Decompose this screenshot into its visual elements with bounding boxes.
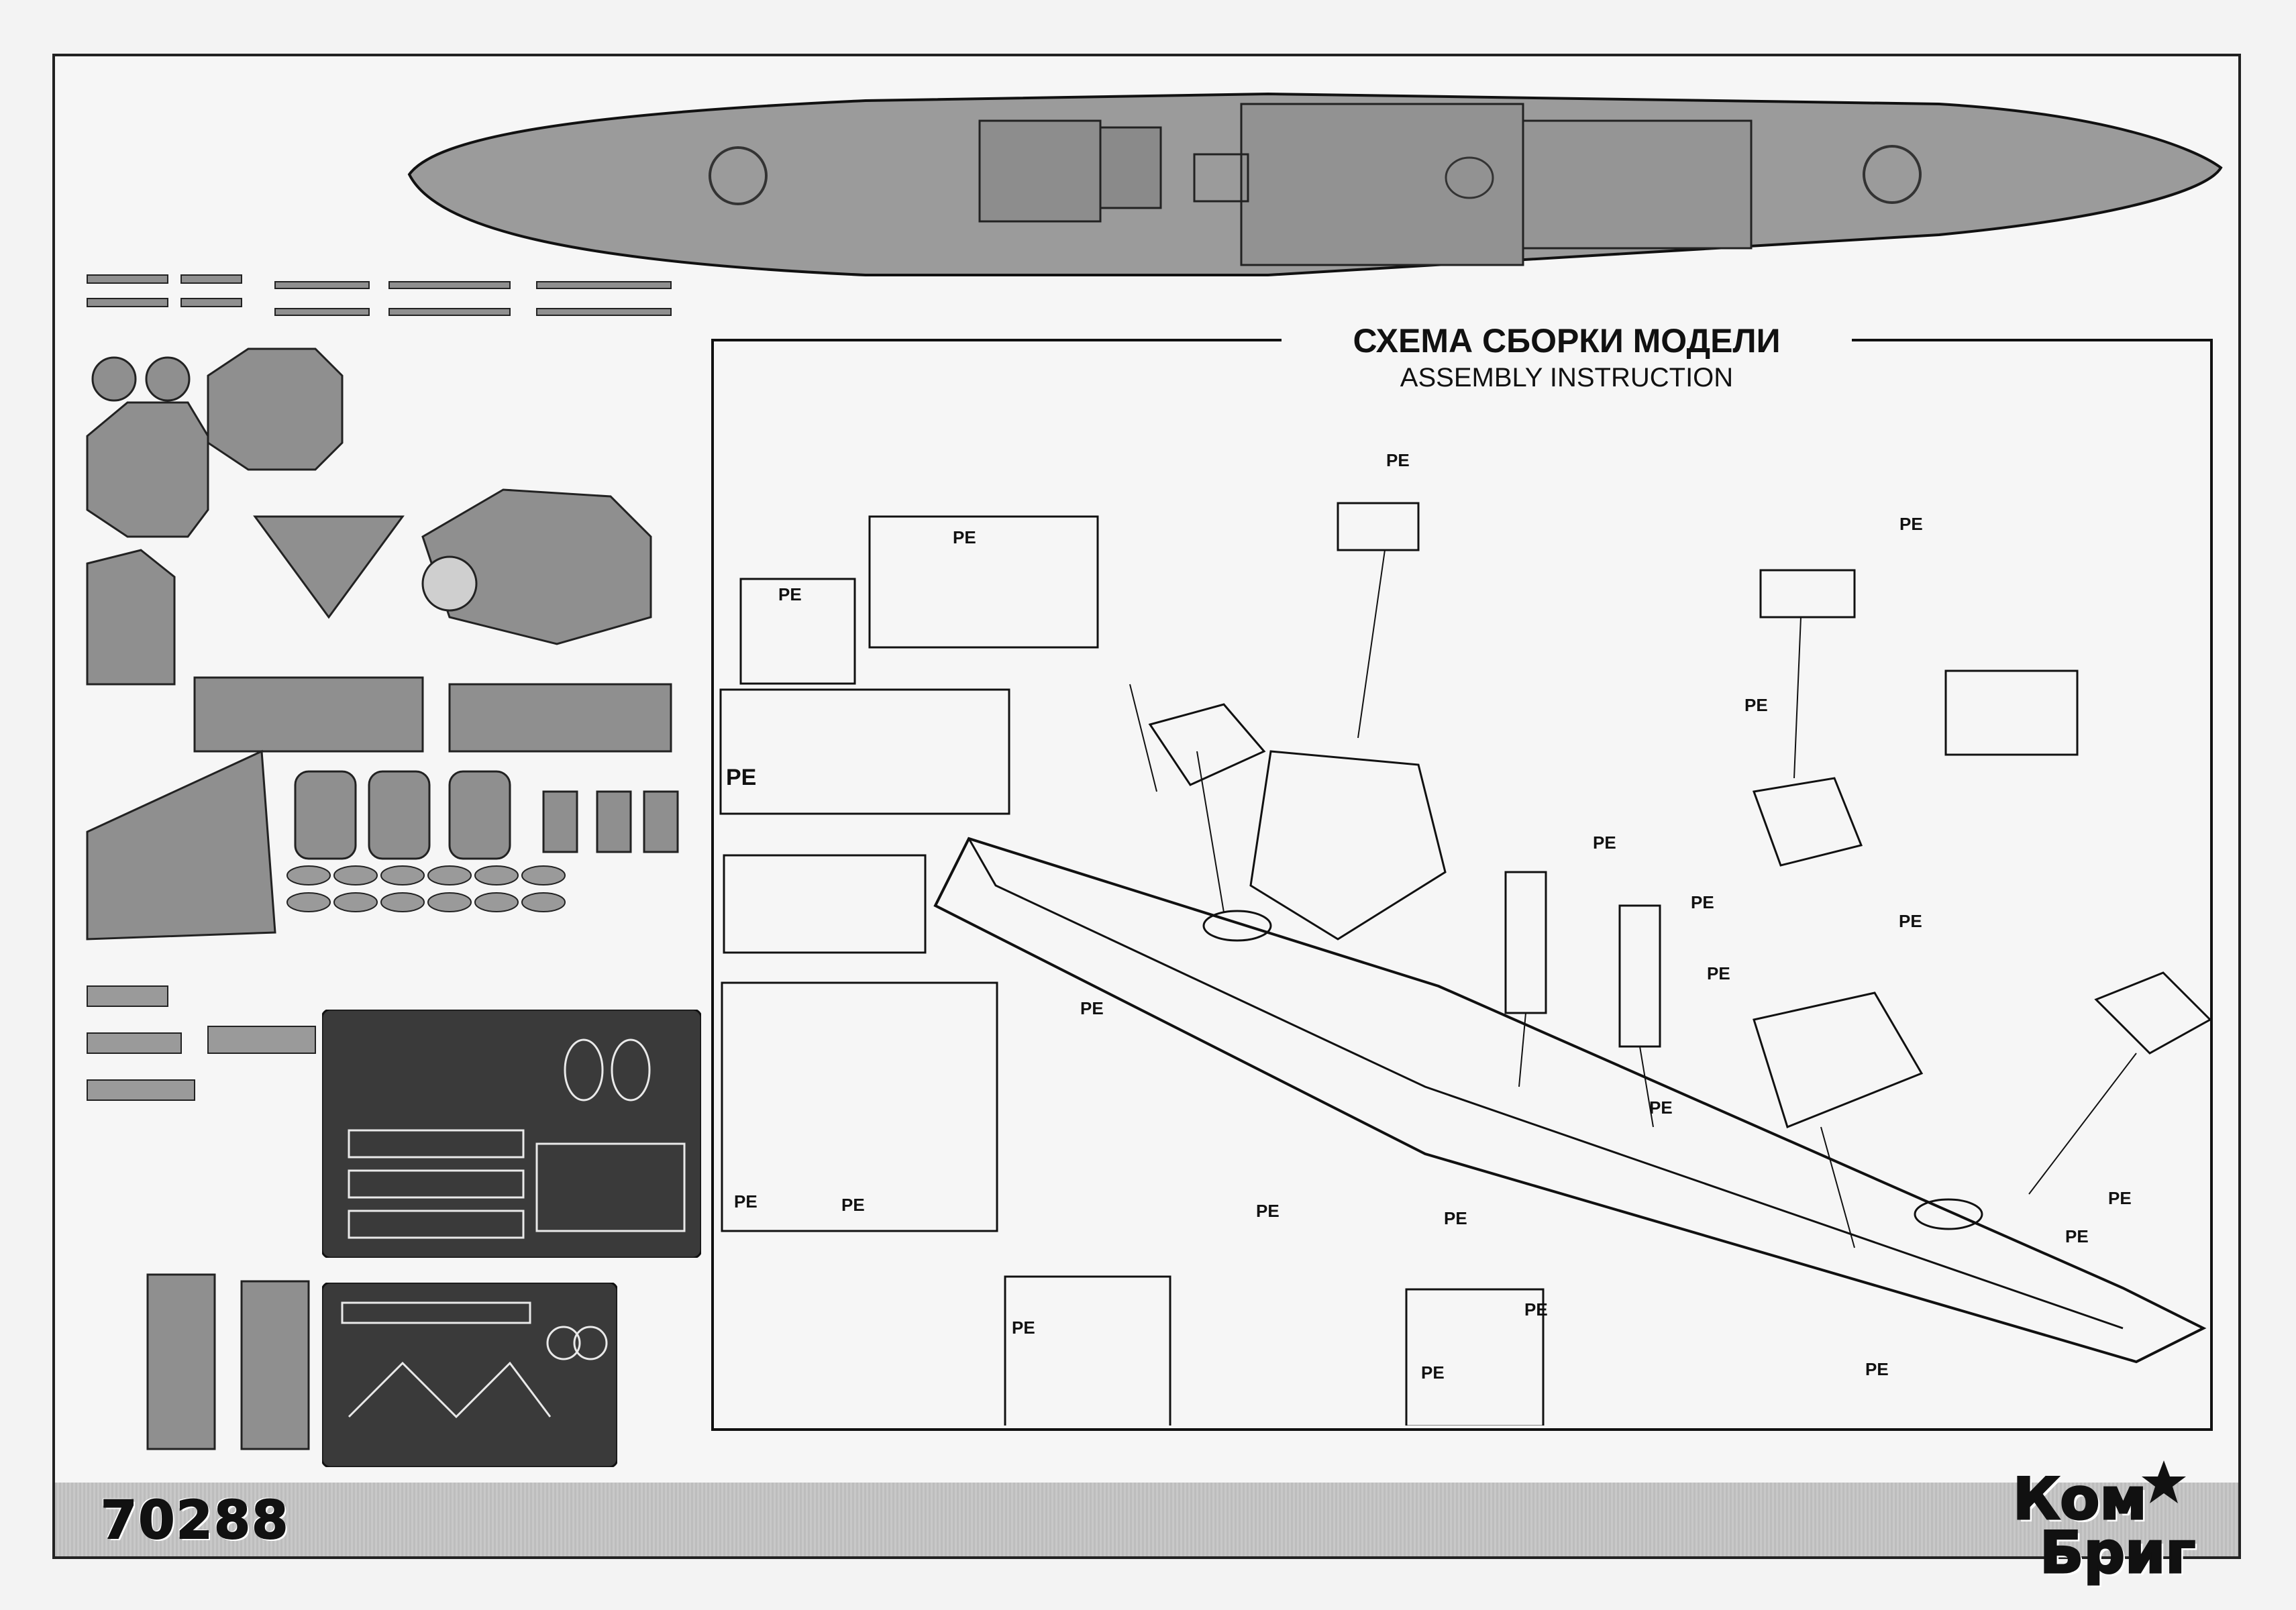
turret-ring-aft xyxy=(709,146,768,205)
title-russian: СХЕМА СБОРКИ МОДЕЛИ xyxy=(1353,322,1781,360)
director-top xyxy=(1759,569,1856,619)
hull-section-part xyxy=(86,749,276,941)
turret-ring-fwd xyxy=(1863,145,1922,204)
pe-label: PE xyxy=(1421,1362,1445,1383)
director-top xyxy=(1337,502,1420,551)
turret-ring xyxy=(1202,910,1272,942)
pe-label: PE xyxy=(778,584,802,604)
pe-label: PE xyxy=(841,1195,865,1215)
pe-fret-small xyxy=(322,1283,617,1467)
kombrig-logo: Ком Бриг xyxy=(2012,1459,2197,1588)
funnel-part xyxy=(448,770,511,860)
wide-deck-part xyxy=(448,683,672,753)
pe-label: PE xyxy=(726,765,756,790)
pe-label: PE xyxy=(1593,833,1616,853)
bridge-block xyxy=(1522,119,1753,250)
pe-label: PE xyxy=(1707,963,1730,983)
gear-part xyxy=(145,356,191,402)
funnel-2 xyxy=(1618,904,1661,1048)
title-english: ASSEMBLY INSTRUCTION xyxy=(1400,363,1734,392)
aft-turret xyxy=(1148,703,1266,786)
bridge-superstructure xyxy=(1753,991,1924,1128)
triangle-deck-part xyxy=(253,515,405,619)
pe-label: PE xyxy=(1012,1318,1035,1338)
turret-base-part xyxy=(207,347,344,471)
pe-label: PE xyxy=(1744,695,1768,715)
small-parts-rows xyxy=(87,274,672,316)
funnel-1 xyxy=(1504,871,1547,1014)
tower-platform xyxy=(1752,777,1863,867)
pe-label: PE xyxy=(1256,1201,1280,1221)
funnel-part xyxy=(368,770,431,860)
forward-turret xyxy=(2094,971,2210,1055)
pe-label: PE xyxy=(1691,892,1714,912)
tall-funnel-part xyxy=(146,1273,216,1450)
octagon-part xyxy=(86,401,209,538)
pe-label: PE xyxy=(1649,1097,1673,1118)
mid-ring xyxy=(1445,156,1494,199)
pe-label: PE xyxy=(1524,1299,1548,1320)
logo-line-1: Ком xyxy=(2012,1465,2148,1534)
kit-number: 70288 xyxy=(100,1490,290,1552)
pe-label: PE xyxy=(1444,1208,1467,1228)
pe-fret-large xyxy=(322,1010,701,1258)
pe-label: PE xyxy=(1865,1359,1889,1379)
pe-label: PE xyxy=(953,527,976,547)
pe-labels: PE PE PE PE PE PE PE PE PE PE PE PE PE P… xyxy=(726,450,2132,1383)
hull-plan-view xyxy=(407,92,2223,276)
wide-deck-part xyxy=(193,676,424,753)
pe-label: PE xyxy=(1080,998,1104,1018)
turret-ring xyxy=(1914,1198,1983,1230)
star-icon xyxy=(2142,1460,2186,1503)
pe-label: PE xyxy=(1386,450,1410,470)
funnel-part xyxy=(294,770,357,860)
fwd-deck-detail xyxy=(1193,153,1249,203)
turret-ring-part xyxy=(421,555,478,612)
tower-part xyxy=(86,549,176,686)
pe-label: PE xyxy=(734,1191,758,1212)
gear-part xyxy=(91,356,137,402)
pe-label: PE xyxy=(2108,1188,2132,1208)
aft-superstructure xyxy=(1249,750,1447,941)
deck-line xyxy=(968,838,2124,1330)
stack-part xyxy=(643,790,679,853)
pe-label: PE xyxy=(2065,1226,2089,1246)
large-parts xyxy=(86,347,679,1450)
footer-band xyxy=(55,1483,2238,1556)
logo-line-2: Бриг xyxy=(2038,1519,2196,1588)
tall-funnel-part xyxy=(240,1280,310,1450)
instruction-title: СХЕМА СБОРКИ МОДЕЛИ ASSEMBLY INSTRUCTION xyxy=(1282,321,1852,394)
inset-boxes xyxy=(719,515,2079,1426)
deckhouse-aft xyxy=(1240,103,1524,266)
pe-label: PE xyxy=(1899,514,1923,534)
parts-sprue-area xyxy=(86,274,679,1450)
boat-parts xyxy=(87,865,566,1101)
stack-part xyxy=(596,790,632,853)
superstructure-part xyxy=(421,488,652,645)
callout-lines xyxy=(1129,549,2137,1248)
pe-label: PE xyxy=(1899,911,1922,931)
exploded-assembly-diagram: PE PE PE PE PE PE PE PE PE PE PE PE PE P… xyxy=(719,450,2210,1426)
stack-part xyxy=(542,790,578,853)
hull-perspective xyxy=(933,837,2207,1364)
funnel-base xyxy=(978,119,1102,223)
